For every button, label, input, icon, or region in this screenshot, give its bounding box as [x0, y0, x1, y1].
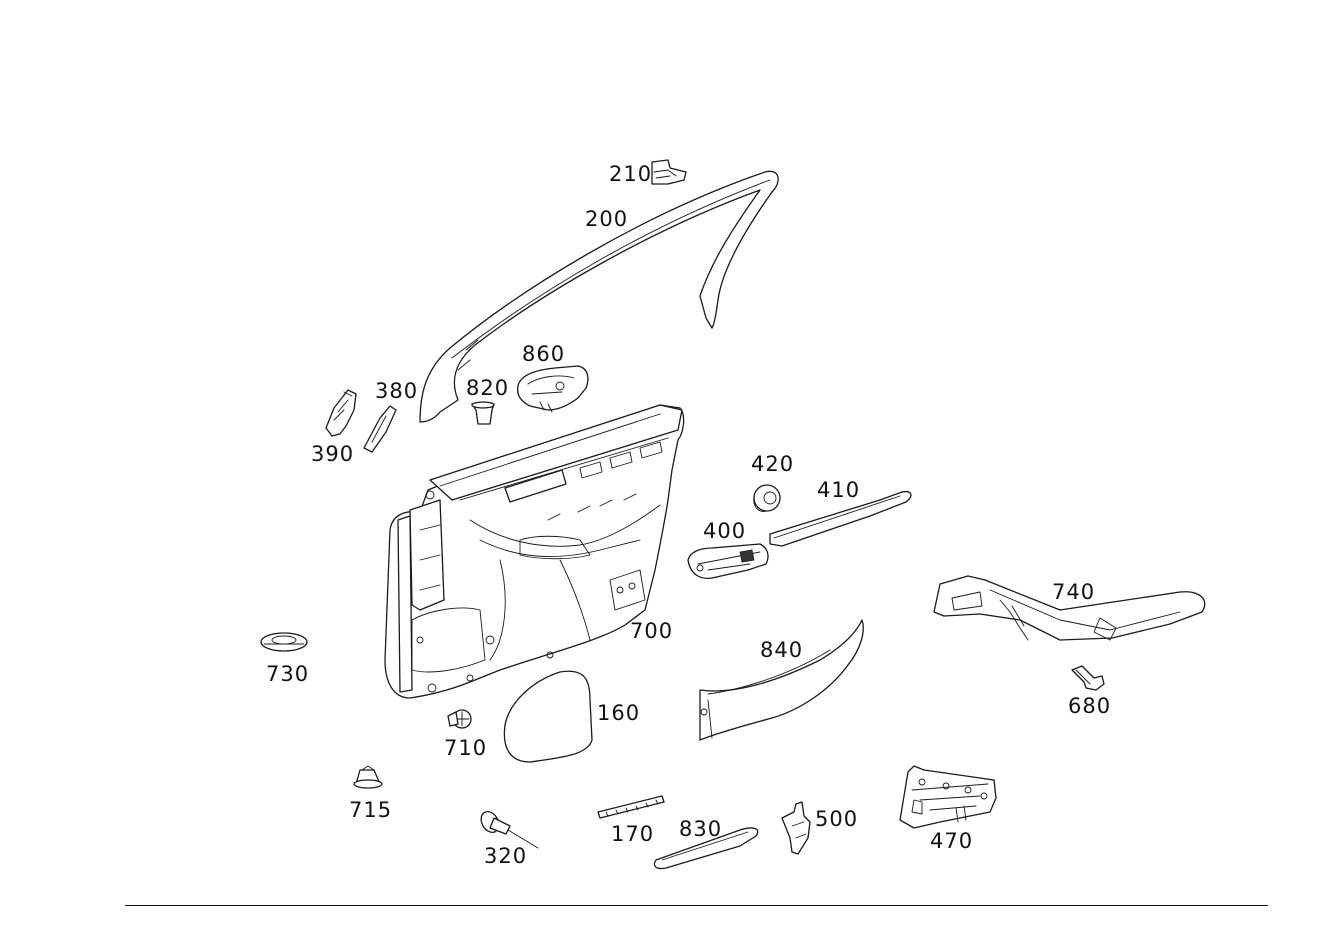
part-840-trim: [699, 619, 864, 741]
label-390: 390: [311, 442, 355, 466]
label-170: 170: [611, 822, 655, 846]
part-500-bracket: [781, 801, 811, 855]
part-710-screw: [447, 709, 472, 729]
label-740: 740: [1052, 580, 1096, 604]
part-830-strip: [653, 827, 759, 870]
part-410-strip: [769, 490, 912, 547]
label-320: 320: [484, 844, 528, 868]
footer-rule: [125, 905, 1268, 906]
label-470: 470: [930, 829, 974, 853]
part-380-trim: [363, 405, 397, 453]
label-410: 410: [817, 478, 861, 502]
label-700: 700: [630, 619, 674, 643]
part-680-bolt: [1071, 665, 1105, 691]
part-860-handle: [516, 365, 589, 413]
part-160-pad: [503, 670, 593, 763]
part-470-plate: [899, 765, 997, 829]
part-740-armrest: [933, 575, 1206, 641]
label-860: 860: [522, 342, 566, 366]
part-320-rivet: [480, 811, 539, 849]
part-390-grip: [325, 389, 357, 437]
label-420: 420: [751, 452, 795, 476]
part-700-door-panel: [384, 404, 685, 699]
part-210-clip: [651, 159, 687, 185]
label-210: 210: [609, 162, 653, 186]
label-830: 830: [679, 817, 723, 841]
part-170-rod: [597, 795, 665, 819]
part-200-trim: [419, 170, 779, 423]
part-730-clip: [260, 632, 308, 652]
label-380: 380: [375, 379, 419, 403]
part-715-clip: [353, 765, 383, 789]
label-840: 840: [760, 638, 804, 662]
label-710: 710: [444, 736, 488, 760]
part-400-handle: [687, 543, 769, 580]
label-200: 200: [585, 207, 629, 231]
label-500: 500: [815, 807, 859, 831]
part-820-plug: [471, 401, 495, 425]
label-160: 160: [597, 701, 641, 725]
label-730: 730: [266, 662, 310, 686]
part-420-plug: [753, 484, 781, 512]
label-400: 400: [703, 519, 747, 543]
label-820: 820: [466, 376, 510, 400]
label-715: 715: [349, 798, 393, 822]
label-680: 680: [1068, 694, 1112, 718]
